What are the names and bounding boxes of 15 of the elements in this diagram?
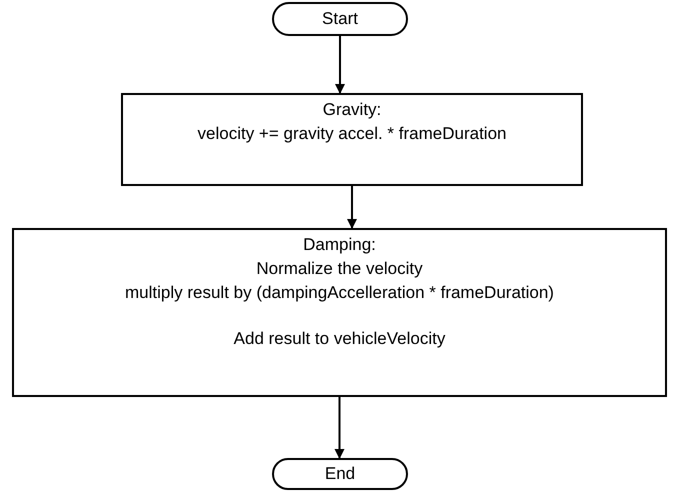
box-text: Normalize the velocity xyxy=(256,258,423,280)
terminal-shape xyxy=(272,458,408,490)
process-box xyxy=(12,228,667,397)
arrow xyxy=(335,36,345,94)
box-heading: Gravity: xyxy=(322,99,382,121)
terminal-shape xyxy=(272,2,408,36)
box-text: Add result to vehicleVelocity xyxy=(234,328,446,350)
box-text: Start xyxy=(322,8,358,30)
box-text: velocity += gravity accel. * frameDuration xyxy=(198,123,506,145)
box-text: multiply result by (dampingAccelleration * frameDuration) xyxy=(125,282,554,304)
box-heading: Damping: xyxy=(303,234,376,256)
arrow xyxy=(334,397,344,459)
process-box xyxy=(121,93,583,186)
box-text: End xyxy=(324,463,356,485)
arrow xyxy=(347,186,357,229)
